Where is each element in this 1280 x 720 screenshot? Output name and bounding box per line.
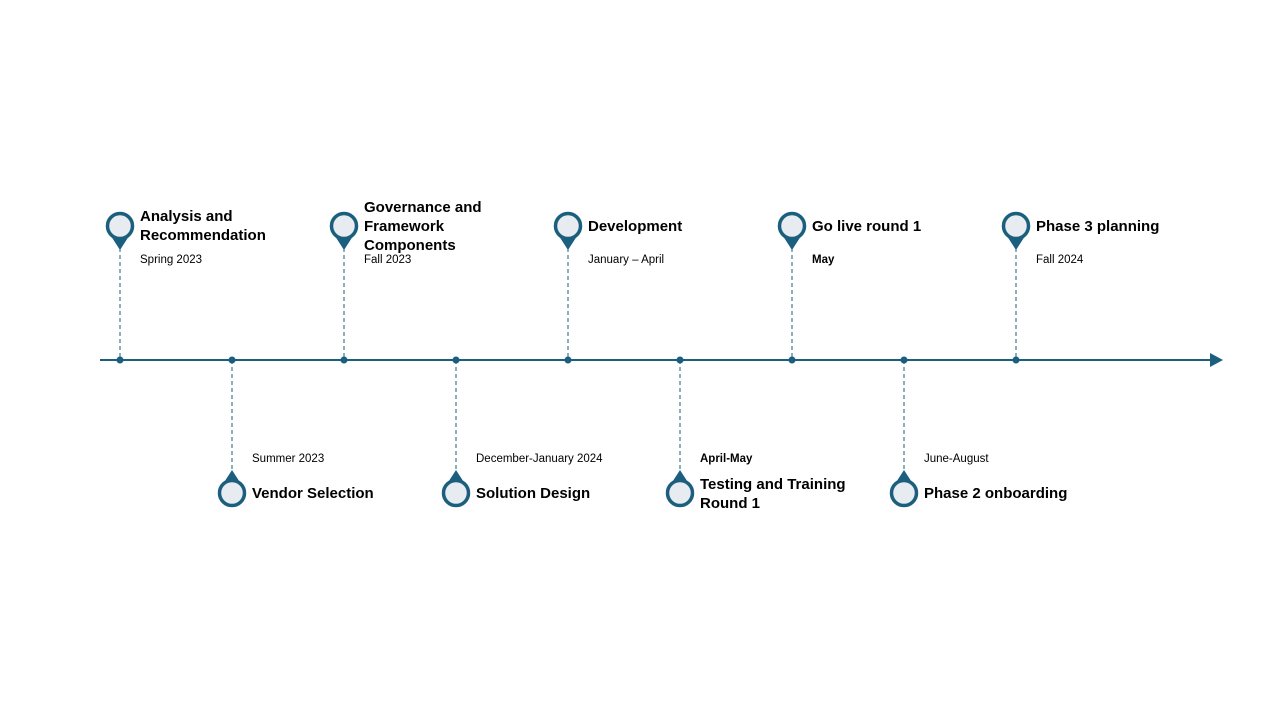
- milestone-title: Development: [588, 218, 683, 235]
- milestone-title: Analysis and Recommendation: [140, 208, 266, 244]
- milestone-title: Solution Design: [476, 485, 591, 502]
- axis-dot: [788, 356, 796, 364]
- milestone-title: Governance and Framework Components: [364, 199, 482, 254]
- milestone-date: Summer 2023: [252, 453, 325, 465]
- milestone-title: Go live round 1: [812, 218, 922, 235]
- map-pin-icon: [217, 470, 247, 508]
- milestone-date: January – April: [588, 254, 665, 266]
- milestone-title: Vendor Selection: [252, 485, 374, 502]
- milestone-date: June-August: [924, 453, 989, 465]
- map-pin-icon: [777, 211, 807, 250]
- milestone-title: Testing and Training Round 1: [700, 476, 846, 512]
- map-pin-icon: [105, 211, 135, 250]
- map-pin-icon: [441, 470, 471, 508]
- axis-dot: [1012, 356, 1020, 364]
- axis-dot: [340, 356, 348, 364]
- timeline-arrowhead: [1210, 353, 1223, 367]
- milestone-date: Fall 2024: [1036, 254, 1084, 266]
- milestone-date: Spring 2023: [140, 254, 203, 266]
- axis-dot: [676, 356, 684, 364]
- milestone-date: Fall 2023: [364, 254, 412, 266]
- map-pin-icon: [553, 211, 583, 250]
- map-pin-icon: [665, 470, 695, 508]
- milestone-date: December-January 2024: [476, 453, 603, 465]
- milestone-title: Phase 3 planning: [1036, 218, 1160, 235]
- axis-dot: [564, 356, 572, 364]
- axis-dot: [116, 356, 124, 364]
- axis-dot: [228, 356, 236, 364]
- axis-dot: [452, 356, 460, 364]
- map-pin-icon: [329, 211, 359, 250]
- axis-dot: [900, 356, 908, 364]
- map-pin-icon: [889, 470, 919, 508]
- milestone-title: Phase 2 onboarding: [924, 485, 1068, 502]
- milestone-date: May: [812, 254, 835, 266]
- map-pin-icon: [1001, 211, 1031, 250]
- milestone-date: April-May: [700, 453, 753, 465]
